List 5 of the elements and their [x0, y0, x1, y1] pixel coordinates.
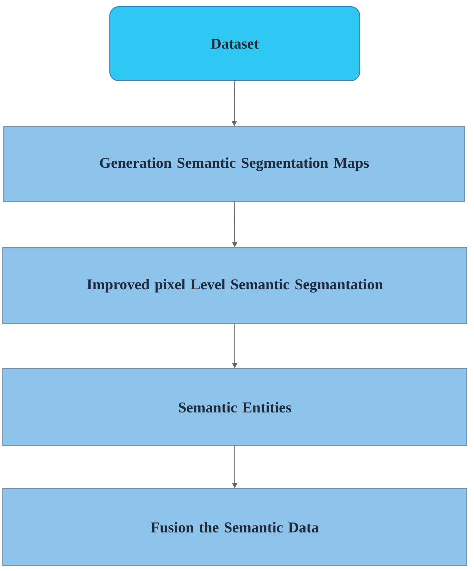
process-box: Semantic Entities: [2, 368, 468, 446]
process-box: Improved pixel Level Semantic Segmantation: [2, 248, 468, 324]
process-box: Generation Semantic Segmentation Maps: [4, 126, 466, 202]
process-box: Fusion the Semantic Data: [2, 488, 468, 566]
start-box: Dataset: [110, 6, 360, 82]
